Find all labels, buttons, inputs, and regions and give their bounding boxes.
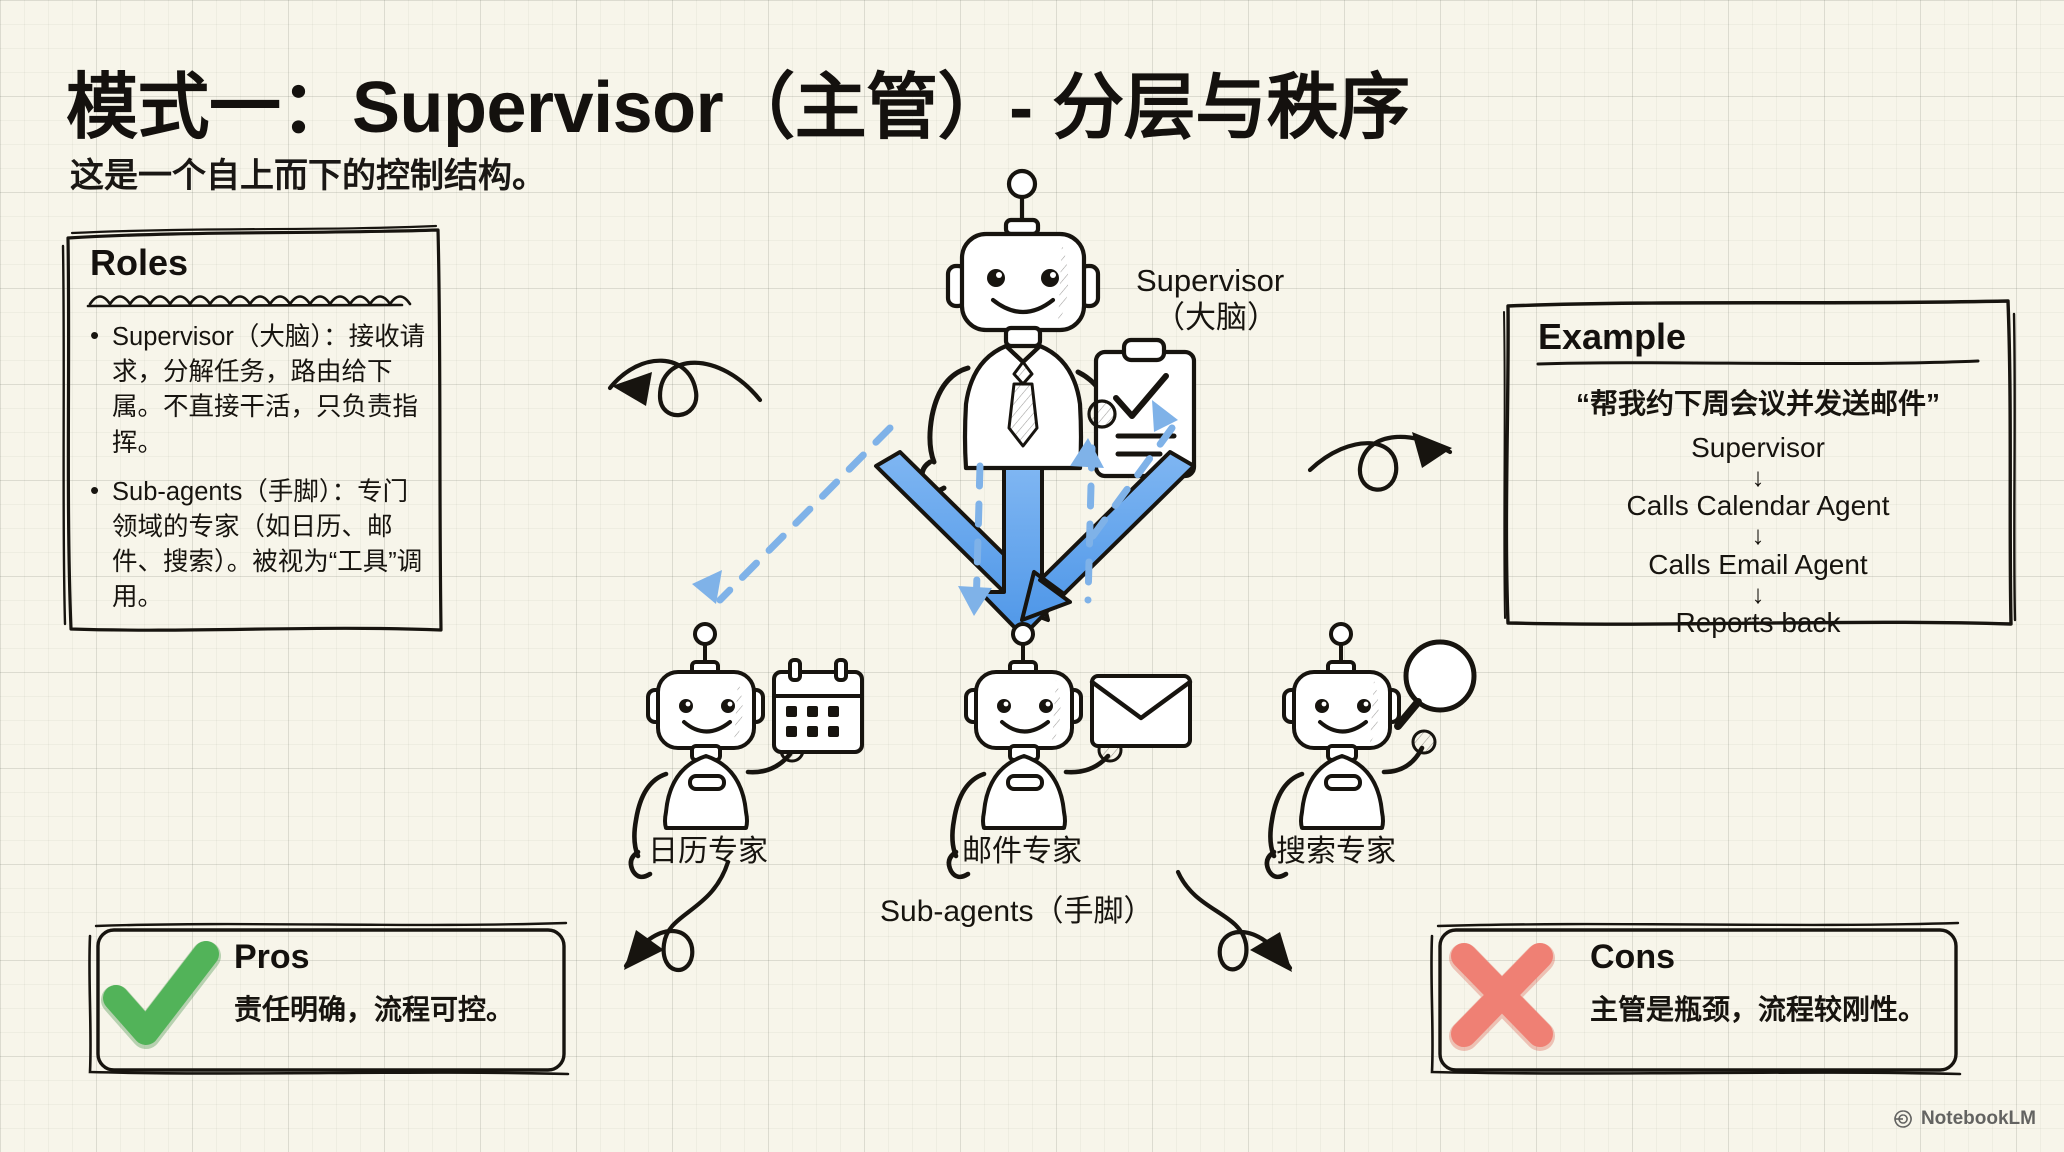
cons-panel: Cons 主管是瓶颈，流程较刚性。 bbox=[1426, 920, 1966, 1082]
flow-step: Calls Calendar Agent bbox=[1626, 490, 1890, 522]
example-panel: Example “帮我约下周会议并发送邮件” Supervisor ↓ Call… bbox=[1500, 296, 2017, 636]
calendar-agent-robot-icon bbox=[628, 622, 864, 880]
doodle-arrows bbox=[607, 358, 1453, 973]
page-subtitle: 这是一个自上而下的控制结构。 bbox=[70, 157, 546, 195]
pros-text: 责任明确，流程可控。 bbox=[234, 994, 515, 1025]
example-panel-frame bbox=[1503, 299, 2017, 626]
supervisor-label: Supervisor （大脑） bbox=[1136, 262, 1284, 336]
roles-list: Supervisor（大脑）：接收请求，分解任务，路由给下属。不直接干活，只负责… bbox=[86, 318, 432, 630]
watermark-label: NotebookLM bbox=[1920, 1108, 2036, 1129]
supervisor-robot-icon bbox=[919, 168, 1197, 494]
notebooklm-logo-icon bbox=[1894, 1110, 1912, 1128]
dashed-return-arrows bbox=[716, 424, 1176, 614]
flow-arrow-icon: ↓ bbox=[1751, 462, 1765, 492]
red-cross-icon bbox=[1449, 943, 1555, 1051]
doodle-arrowheads bbox=[612, 372, 1452, 972]
pros-panel-frame bbox=[88, 921, 570, 1076]
arrow-to-search-agent bbox=[1020, 450, 1196, 622]
flow-step: Supervisor bbox=[1691, 432, 1825, 463]
flow-step: Calls Email Agent bbox=[1648, 548, 1868, 580]
supervisor-label-line1: Supervisor bbox=[1136, 263, 1285, 298]
agent-label-email: 邮件专家 bbox=[962, 835, 1082, 868]
roles-item: Supervisor（大脑）：接收请求，分解任务，路由给下属。不直接干活，只负责… bbox=[86, 318, 432, 461]
example-underline bbox=[1536, 359, 1980, 366]
example-flow: Supervisor ↓ Calls Calendar Agent ↓ Call… bbox=[1500, 434, 2016, 637]
agent-label-search: 搜索专家 bbox=[1276, 835, 1396, 868]
roles-item: Sub-agents（手脚）：专门领域的专家（如日历、邮件、搜索）。被视为“工具… bbox=[86, 473, 432, 616]
roles-panel-frame bbox=[61, 224, 443, 632]
search-agent-robot-icon bbox=[1264, 622, 1477, 880]
cons-text: 主管是瓶颈，流程较刚性。 bbox=[1590, 994, 1927, 1025]
sub-agents-label: Sub-agents（手脚） bbox=[880, 895, 1154, 928]
agent-label-calendar: 日历专家 bbox=[648, 835, 768, 868]
supervisor-label-line2: （大脑） bbox=[1154, 300, 1278, 336]
example-quote: “帮我约下周会议并发送邮件” bbox=[1575, 388, 1940, 419]
green-check-icon bbox=[101, 941, 221, 1049]
dashed-arrowheads bbox=[692, 400, 1178, 616]
pros-panel: Pros 责任明确，流程可控。 bbox=[84, 920, 574, 1082]
roles-wavy-underline bbox=[86, 295, 412, 308]
flow-arrow-icon: ↓ bbox=[1751, 578, 1765, 609]
pros-title: Pros bbox=[234, 938, 310, 976]
flow-step: Reports back bbox=[1675, 606, 1841, 638]
roles-heading: Roles bbox=[90, 242, 189, 283]
notebooklm-watermark: NotebookLM bbox=[1893, 1108, 2036, 1130]
email-agent-robot-icon bbox=[946, 622, 1193, 880]
flow-arrow-icon: ↓ bbox=[1751, 520, 1765, 551]
cons-panel-frame bbox=[1430, 921, 1962, 1076]
cons-title: Cons bbox=[1590, 938, 1675, 976]
roles-panel: Roles Supervisor（大脑）：接收请求，分解任务，路由给下属。不直接… bbox=[61, 224, 444, 636]
example-heading: Example bbox=[1538, 316, 1687, 357]
page-title: 模式一：Supervisor（主管）- 分层与秩序 bbox=[66, 68, 1410, 148]
